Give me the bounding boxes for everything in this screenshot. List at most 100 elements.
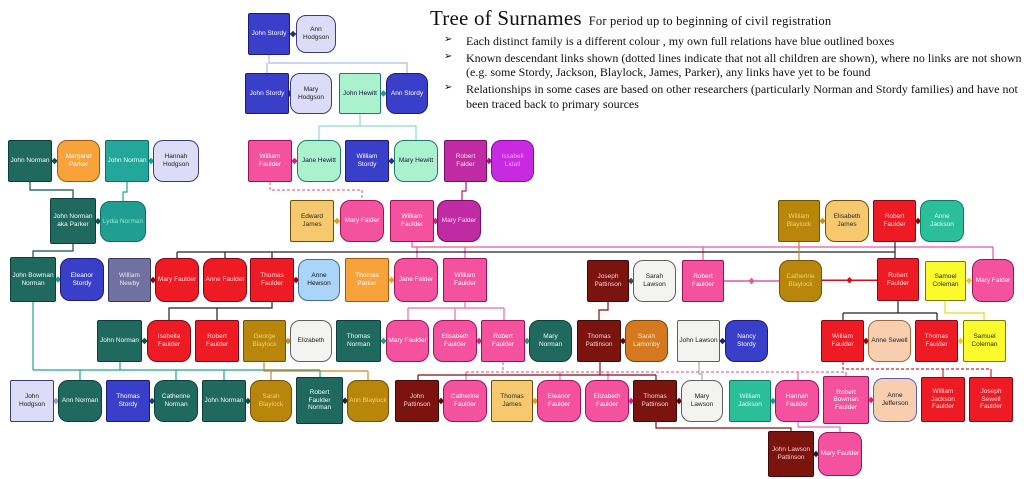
person-elizabeth-faulder: Elizabeth Faulder xyxy=(585,380,629,422)
person-william-faulder: William Faulder xyxy=(821,320,864,362)
person-ann-hodgson: Ann Hodgson xyxy=(296,15,336,53)
chart-subtitle: For period up to beginning of civil regi… xyxy=(588,14,832,28)
marriage-link-diamond xyxy=(675,397,683,405)
person-eleanor-stordy: Eleanor Stordy xyxy=(60,258,104,301)
person-thomas-norman: Thomas Norman xyxy=(336,320,381,362)
person-william-jackson: William Jackson xyxy=(729,380,771,422)
person-hannah-faulder: Hannah Faulder xyxy=(775,380,819,422)
descent-line xyxy=(698,362,703,380)
person-jane-falder: Jane Falder xyxy=(394,258,438,302)
descent-line xyxy=(598,302,609,320)
marriage-link-diamond xyxy=(292,276,300,284)
person-mary-falder: Mary Falder xyxy=(437,200,481,242)
marriage-link-diamond xyxy=(291,157,298,165)
person-ann-norman: Ann Norman xyxy=(58,380,102,422)
person-sarah-lawson: Sarah Lawson xyxy=(633,260,676,302)
person-john-norman-aka-parker: John Norman aka Parker xyxy=(50,198,96,244)
person-anne-sewell: Anne Sewell xyxy=(868,320,911,362)
descent-line xyxy=(263,362,368,372)
marriage-link-diamond xyxy=(965,277,973,284)
marriage-link-diamond xyxy=(957,337,964,345)
marriage-link-diamond xyxy=(819,217,826,225)
person-mary-lawson: Mary Lawson xyxy=(681,380,723,422)
person-thomas-james: Thomas James xyxy=(491,380,533,422)
person-john-bowman-norman: John Bowman Norman xyxy=(10,257,56,302)
person-mary-hodgson: Mary Hodgson xyxy=(290,73,332,114)
marriage-link-diamond xyxy=(531,397,539,405)
marriage-link-diamond xyxy=(333,217,341,225)
person-john-norman: John Norman xyxy=(97,320,142,362)
person-catherine-norman: Catherine Norman xyxy=(154,380,198,422)
person-anne-jefferson: Anne Jefferson xyxy=(873,378,917,422)
person-edward-james: Edward James xyxy=(290,200,334,242)
person-catherine-faulder: Catherine Faulder xyxy=(443,380,487,422)
marriage-link-diamond xyxy=(914,217,922,225)
marriage-link-diamond xyxy=(475,337,483,345)
marriage-link-diamond xyxy=(812,450,820,458)
marriage-link-diamond xyxy=(769,397,777,405)
person-joseph-sewell-faulder: Joseph Sewell Faulder xyxy=(969,377,1013,422)
person-margaret-parker: Margaret Parker xyxy=(57,140,100,182)
person-john-lawson-pattinson: John Lawson Pattinson xyxy=(768,431,814,477)
person-isabella-faulder: Isabella Faulder xyxy=(147,320,191,362)
marriage-link-diamond xyxy=(523,337,531,345)
person-john-pattinson: John Pattinson xyxy=(395,380,439,422)
marriage-link-diamond xyxy=(244,397,252,405)
person-mary-falder: Mary Falder xyxy=(340,200,384,242)
person-issabell-lidall: Issabell Lidall xyxy=(491,140,534,182)
marriage-link-diamond xyxy=(341,397,349,404)
person-thomas-pattinson: Thomas Pattinson xyxy=(577,320,621,362)
person-robert-bowman-faulder: Robert Bowman Faulder xyxy=(823,376,869,424)
marriage-link-diamond xyxy=(388,276,395,284)
person-elizabeth: Elizabeth xyxy=(290,320,332,362)
marriage-link-diamond xyxy=(149,276,157,284)
marriage-link-diamond xyxy=(719,337,726,345)
person-thomas-pattinson: Thomas Pattinson xyxy=(633,380,677,422)
person-mary-faulder: Mary Faulder xyxy=(818,432,862,476)
person-robert-falder: Robert Falder xyxy=(444,140,487,182)
person-catherine-blaylock: Catherine Blaylock xyxy=(779,260,822,302)
person-samuel-coleman: Samuel Coleman xyxy=(963,320,1006,362)
person-robert-faulder: Robert Faulder xyxy=(682,260,724,302)
legend-bullets: Each distinct family is a different colo… xyxy=(444,34,1024,111)
marriage-link-diamond xyxy=(94,218,102,225)
person-mary-norman: Mary Norman xyxy=(529,320,572,362)
legend-bullet-1: Each distinct family is a different colo… xyxy=(444,34,1024,49)
person-john-lawson: John Lawson xyxy=(677,320,720,362)
descent-line xyxy=(29,182,74,198)
marriage-link-diamond xyxy=(147,157,155,165)
descent-line xyxy=(461,182,467,200)
person-robert-faulder: Robert Faulder xyxy=(877,258,919,301)
marriage-link-diamond xyxy=(388,157,395,165)
descent-line xyxy=(360,125,417,140)
marriage-link-diamond xyxy=(867,396,875,404)
person-ann-stordy: Ann Stordy xyxy=(386,73,428,114)
marriage-link-diamond xyxy=(380,90,387,97)
person-anne-jackson: Anne Jackson xyxy=(920,200,964,242)
person-william-stordy: William Stordy xyxy=(345,140,389,182)
descent-line xyxy=(269,182,363,200)
person-william-faulder: William Faulder xyxy=(443,258,487,302)
person-john-stordy: John Stordy xyxy=(245,73,289,114)
descent-line xyxy=(318,114,361,140)
person-jane-hewitt: Jane Hewitt xyxy=(297,140,341,182)
marriage-link-diamond xyxy=(619,337,627,345)
marriage-link-diamond xyxy=(148,397,156,405)
descent-line xyxy=(122,182,128,201)
marriage-link-diamond xyxy=(485,157,493,165)
marriage-link-diamond xyxy=(289,30,297,38)
person-lydia-norman: Lydia Norman xyxy=(100,201,146,242)
person-william-jackson-faulder: William Jackson Faulder xyxy=(921,377,965,422)
person-robert-faulder: Robert Faulder xyxy=(873,200,916,242)
person-mary-faulder: Mary Faulder xyxy=(155,258,199,302)
person-thomas-parker: Thomas Parker xyxy=(345,258,389,302)
person-sarah-lamonby: Sarah Lamonby xyxy=(625,320,668,362)
descent-line xyxy=(797,422,841,432)
marriage-link-diamond xyxy=(52,397,60,405)
person-mary-falder: Mary Falder xyxy=(972,259,1014,302)
person-robert-faulder: Robert Faulder xyxy=(195,320,239,362)
marriage-link-diamond xyxy=(627,277,635,285)
marriage-link-diamond xyxy=(846,277,853,284)
